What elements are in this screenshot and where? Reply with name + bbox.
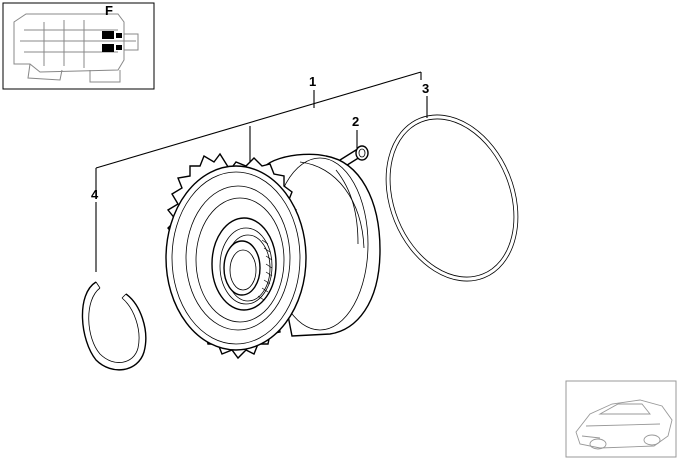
callout-4: 4 [91, 187, 99, 202]
callout-1: 1 [309, 74, 316, 89]
callout-2: 2 [352, 114, 359, 129]
clutch-drum [165, 152, 381, 360]
callout-labels: 1 2 3 4 [91, 74, 429, 202]
car-inset [565, 380, 677, 458]
leader-lines [95, 71, 428, 272]
callout-3: 3 [422, 81, 429, 96]
transmission-inset: F [2, 2, 155, 90]
o-ring [385, 114, 519, 282]
inset-label-f: F [105, 3, 113, 18]
snap-ring [81, 281, 147, 371]
